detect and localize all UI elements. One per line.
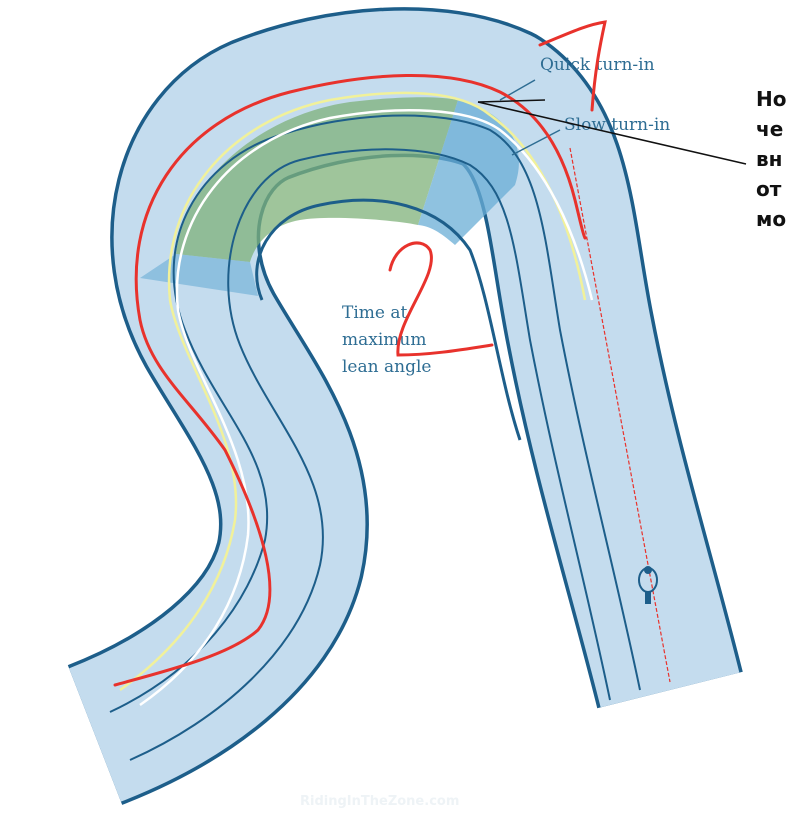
inner-corner-space (268, 207, 452, 317)
motorcycle-rider-icon (638, 566, 658, 604)
red-line-path (113, 73, 587, 687)
lane-line-inner (129, 148, 611, 761)
slow-turn-in-zone (418, 100, 519, 245)
slow-turn-in-pointer (511, 129, 561, 156)
red-number-2 (388, 241, 494, 357)
side-caption-line: от (756, 177, 782, 201)
time-label-line1: Time at (342, 303, 407, 323)
side-caption-line: Но (756, 87, 787, 111)
black-pointer-short (477, 99, 546, 103)
quick-turn-in-zone (176, 97, 458, 262)
side-caption-line: вн (756, 147, 783, 171)
white-line (139, 109, 594, 707)
slow-turn-in-label: Slow turn-in (564, 115, 670, 135)
road-inner-edge (255, 198, 522, 441)
side-caption: Но че вн от мо (756, 84, 786, 234)
red-number-1 (538, 20, 607, 112)
black-pointer-long (477, 101, 747, 165)
yellow-line (119, 91, 587, 692)
time-label-line3: lean angle (342, 357, 431, 377)
time-label-line2: maximum (342, 330, 426, 350)
road-fill (68, 10, 740, 802)
watermark: RidingInTheZone.com (300, 794, 459, 809)
red-straight-line (569, 147, 671, 683)
side-caption-line: че (756, 117, 784, 141)
side-caption-line: мо (756, 207, 787, 231)
